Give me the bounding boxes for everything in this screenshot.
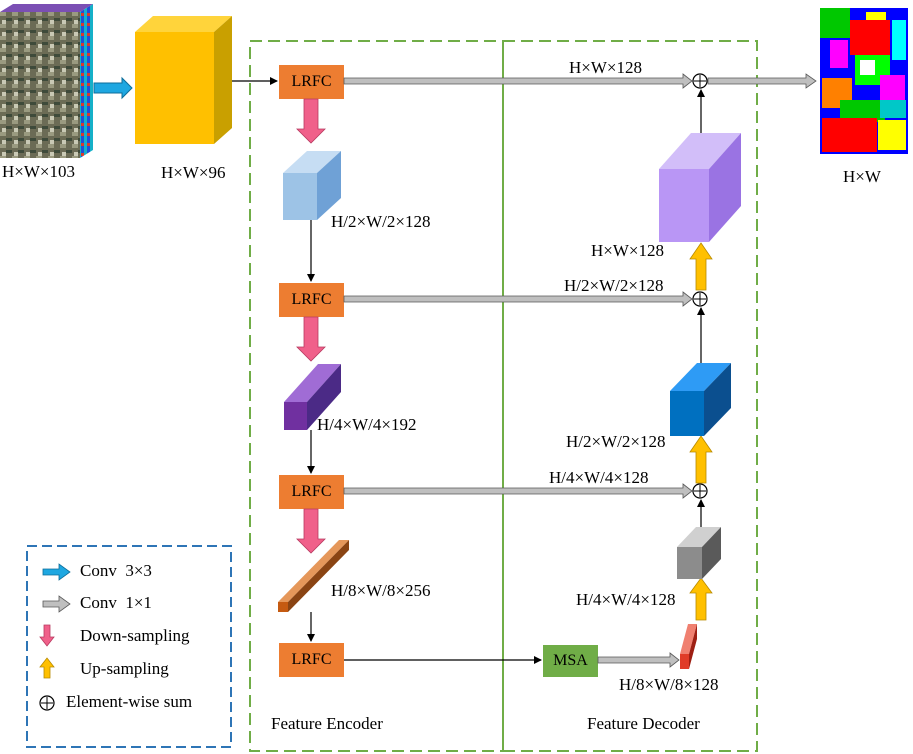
up-arrow-3 xyxy=(689,242,713,291)
legend-cyan-arrow-icon xyxy=(42,563,71,581)
sum-node-2 xyxy=(692,291,708,307)
msa-block xyxy=(543,645,598,677)
skip-label-2: H/2×W/2×128 xyxy=(564,276,664,295)
output-arrow xyxy=(707,73,817,89)
lrfc-block-4 xyxy=(279,643,344,677)
up-arrow-2 xyxy=(689,435,713,484)
up-arrow-1 xyxy=(689,577,713,621)
encoder-feature-label-1: H/2×W/2×128 xyxy=(331,212,431,231)
decoder-cube-3 xyxy=(670,363,731,436)
encoder-title: Feature Encoder xyxy=(271,714,383,733)
encoder-cube-3 xyxy=(278,540,349,612)
lrfc-block-3 xyxy=(279,475,344,509)
decoder-frame xyxy=(502,40,758,752)
down-arrow-1 xyxy=(296,98,326,144)
down-arrow-3 xyxy=(296,508,326,554)
skip-label-3: H/4×W/4×128 xyxy=(549,468,649,487)
encoder-feature-label-3: H/8×W/8×256 xyxy=(331,581,431,600)
decoder-title: Feature Decoder xyxy=(587,714,700,733)
decoder-feature-label-1: H/8×W/8×128 xyxy=(619,675,719,694)
legend-label-conv3: Conv 3×3 xyxy=(80,561,152,580)
legend-frame xyxy=(26,545,232,748)
encoder-frame xyxy=(249,40,504,752)
stem-size-label: H×W×96 xyxy=(161,163,226,182)
lrfc-block-1 xyxy=(279,65,344,99)
decoder-feature-label-2: H/4×W/4×128 xyxy=(576,590,676,609)
msa-to-bar-arrow xyxy=(597,652,680,668)
msa-label: MSA xyxy=(553,652,588,669)
decoder-feature-label-3: H/2×W/2×128 xyxy=(566,432,666,451)
down-arrow-2 xyxy=(296,316,326,362)
decoder-feature-label-4: H×W×128 xyxy=(591,241,664,260)
skip-arrow-1 xyxy=(343,73,693,89)
legend-label-sum: Element-wise sum xyxy=(66,692,193,711)
decoder-cube-4 xyxy=(659,133,741,242)
encoder-feature-label-2: H/4×W/4×192 xyxy=(317,415,417,434)
skip-arrow-3 xyxy=(343,483,693,499)
output-size-label: H×W xyxy=(843,167,881,186)
input-size-label: H×W×103 xyxy=(2,162,75,181)
legend-pink-down-arrow-icon xyxy=(39,624,55,647)
decoder-cube-1 xyxy=(680,624,697,669)
legend-label-up: Up-sampling xyxy=(80,659,169,678)
sum-node-1 xyxy=(692,73,708,89)
stem-cube xyxy=(135,16,232,144)
legend-label-down: Down-sampling xyxy=(80,626,190,645)
decoder-cube-2 xyxy=(677,527,721,579)
lrfc-label-3: LRFC xyxy=(291,483,332,500)
legend-label-conv1: Conv 1×1 xyxy=(80,593,152,612)
skip-arrow-2 xyxy=(343,291,693,307)
lrfc-label-2: LRFC xyxy=(291,291,332,308)
legend-yellow-up-arrow-icon xyxy=(39,657,55,679)
encoder-cube-2 xyxy=(284,364,341,430)
lrfc-label-1: LRFC xyxy=(291,73,332,90)
lrfc-block-2 xyxy=(279,283,344,317)
skip-label-1: H×W×128 xyxy=(569,58,642,77)
sum-node-3 xyxy=(692,483,708,499)
encoder-cube-1 xyxy=(283,151,341,220)
input-hsi-cube xyxy=(0,4,93,158)
lrfc-label-4: LRFC xyxy=(291,651,332,668)
legend-gray-arrow-icon xyxy=(42,595,71,613)
legend-circle-plus-icon xyxy=(39,695,55,711)
conv3-arrow xyxy=(93,76,133,100)
output-classification-map xyxy=(820,8,908,154)
